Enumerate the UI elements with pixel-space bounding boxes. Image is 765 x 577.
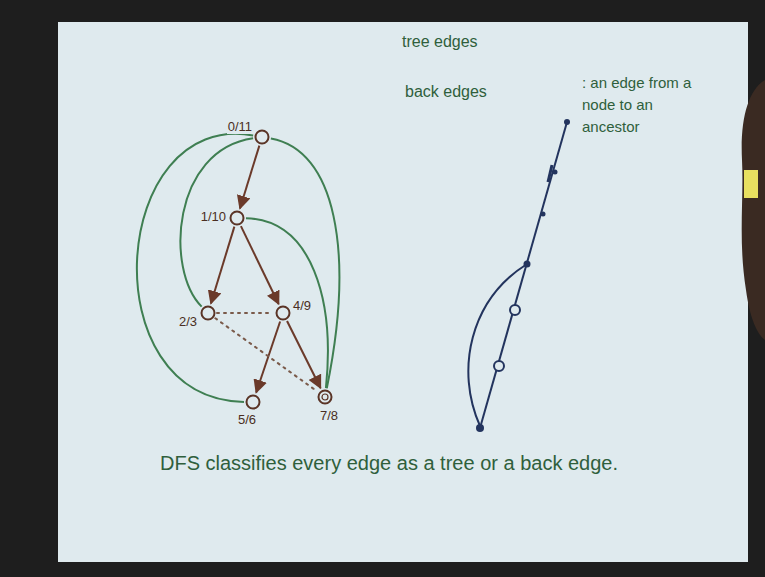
dotted-edge xyxy=(215,318,317,391)
path-circles xyxy=(494,305,520,371)
vertex-outline xyxy=(200,305,216,321)
edge-kind-label: tree edges xyxy=(402,30,478,53)
time-label: 4/9 xyxy=(292,298,312,313)
time-label: 7/8 xyxy=(319,408,339,423)
path-sketch xyxy=(468,122,567,428)
vertex-circle: 4/9 xyxy=(275,305,291,321)
vertex-circle: 7/8 xyxy=(317,389,333,405)
back-edge xyxy=(180,138,253,306)
caption: DFS classifies every edge as a tree or a… xyxy=(160,452,618,475)
vertex-circle: 2/3 xyxy=(200,305,216,321)
back-edge xyxy=(246,218,328,388)
tree-edge xyxy=(240,146,259,209)
dotted-edge xyxy=(217,312,273,314)
path-dots xyxy=(476,119,570,432)
definition-note: : an edge from a node to an ancestor xyxy=(582,72,710,137)
tree-edge xyxy=(287,321,321,388)
tree-edge xyxy=(241,226,279,304)
tree-edge xyxy=(211,227,234,304)
vertex-circle: 5/6 xyxy=(245,394,261,410)
back-edge xyxy=(271,139,339,389)
vertex-outline xyxy=(317,389,333,405)
time-label: 2/3 xyxy=(178,314,198,329)
back-edge xyxy=(137,134,253,402)
sticky-note xyxy=(744,170,758,198)
vertex-circle: 1/10 xyxy=(229,210,245,226)
hand-shape xyxy=(742,80,765,340)
vertex-circle: 0/11 xyxy=(254,129,270,145)
vertex-outline xyxy=(254,129,270,145)
edge-kind-label: back edges xyxy=(405,80,487,103)
vertex-outline xyxy=(245,394,261,410)
time-label: 1/10 xyxy=(200,209,227,224)
time-label: 5/6 xyxy=(237,412,257,427)
time-label: 0/11 xyxy=(227,119,253,134)
vertex-outline xyxy=(275,305,291,321)
vertex-outline xyxy=(229,210,245,226)
